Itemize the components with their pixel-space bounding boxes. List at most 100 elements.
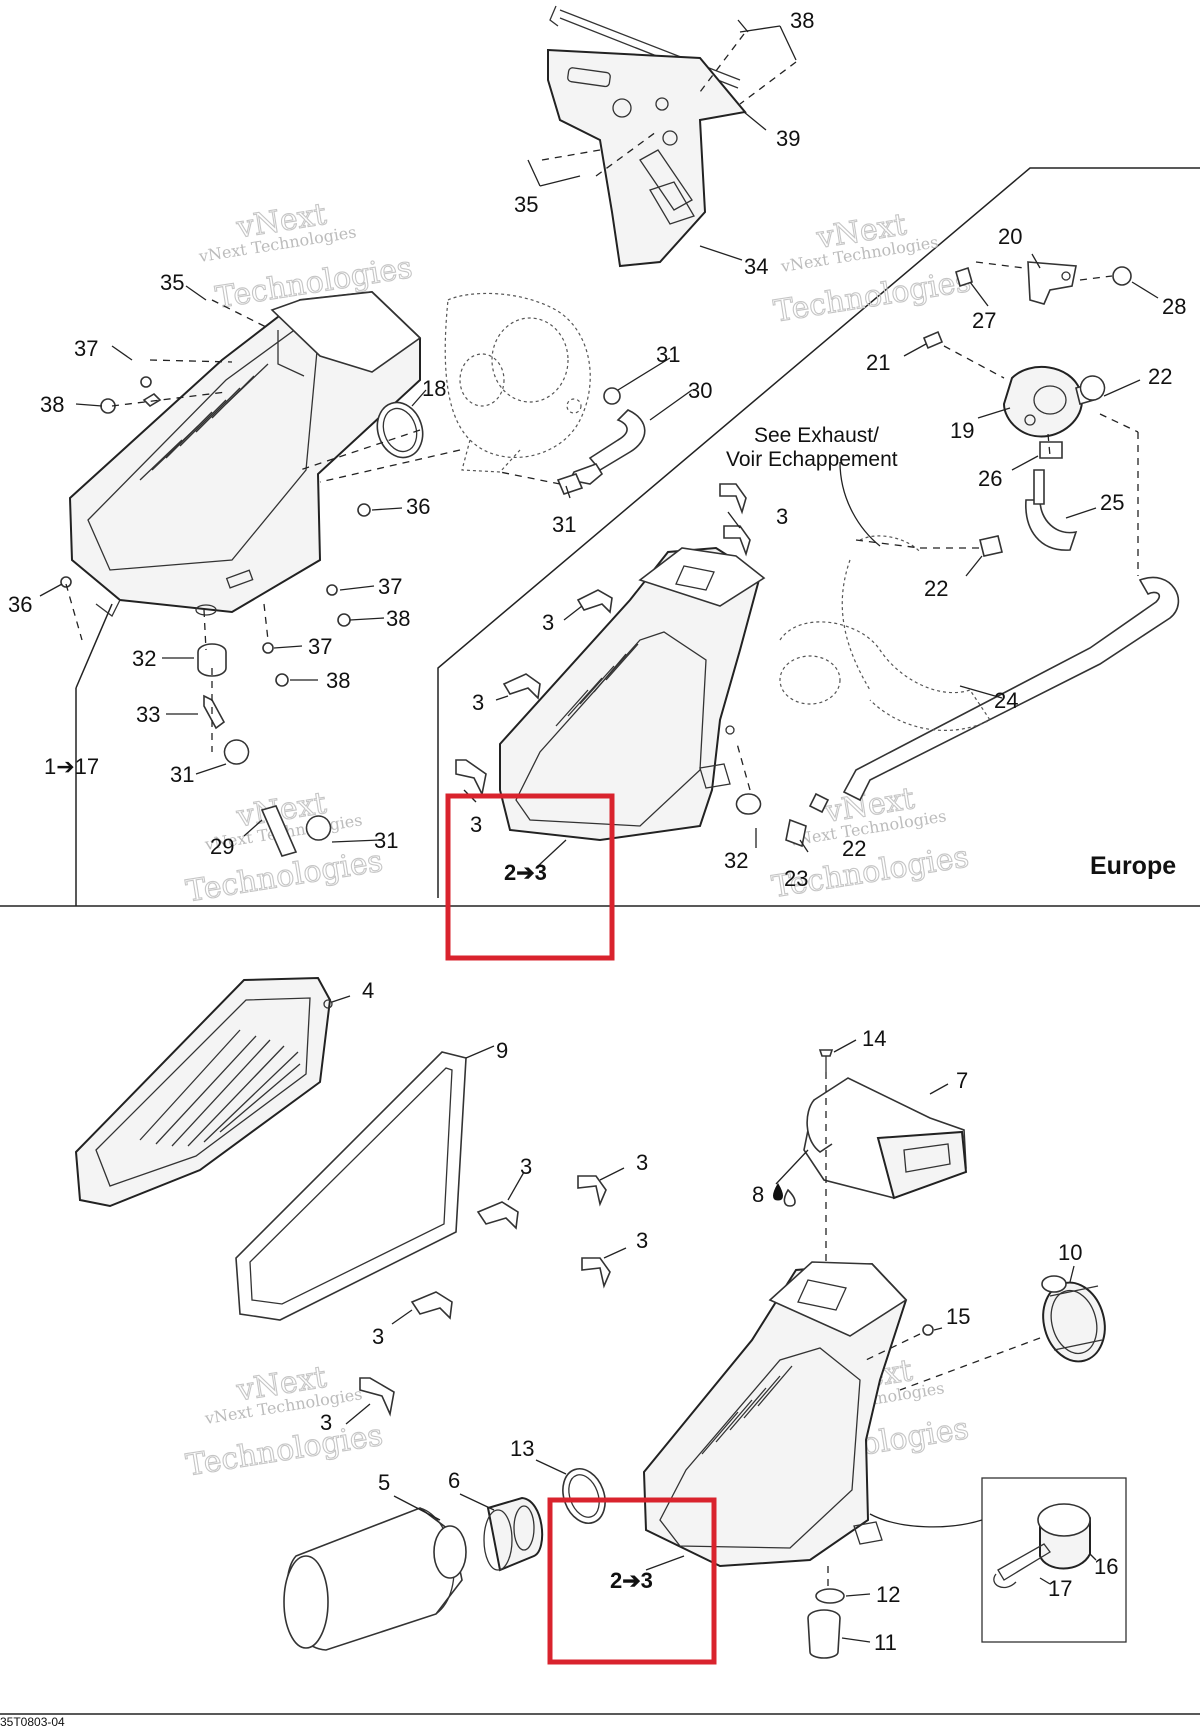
part-carburetor-ghost — [444, 292, 591, 473]
callout-12: 12 — [876, 1582, 900, 1607]
callout-31: 31 — [170, 762, 194, 787]
callout-11: 11 — [874, 1630, 897, 1655]
callout-3: 3 — [636, 1228, 648, 1253]
callout-13: 13 — [510, 1436, 534, 1461]
small-hardware-right — [735, 266, 1132, 848]
part-hose-30 — [568, 409, 646, 485]
part-intake-7 — [803, 1077, 968, 1200]
callout-22: 22 — [1148, 364, 1172, 389]
exhaust-ghost — [779, 535, 991, 731]
part-airbox-assembly — [68, 290, 422, 617]
part-bottom-airbox — [642, 1261, 908, 1568]
highlight-box-bottom — [547, 1497, 717, 1665]
callout-36: 36 — [406, 494, 430, 519]
callout-24: 24 — [994, 688, 1018, 713]
callout-35: 35 — [514, 192, 538, 217]
part-ring-13b — [562, 1468, 606, 1524]
callout-labels: 38 39 35 34 20 27 28 21 22 19 26 25 22 2… — [8, 8, 1186, 1655]
callout-3: 3 — [470, 812, 482, 837]
note-line-1: See Exhaust/ — [754, 424, 879, 447]
callout-20: 20 — [998, 224, 1022, 249]
callout-31: 31 — [374, 828, 398, 853]
part-ring-13 — [433, 1525, 467, 1579]
callout-18: 18 — [422, 376, 446, 401]
callout-3: 3 — [372, 1324, 384, 1349]
callout-38: 38 — [790, 8, 814, 33]
callout-21: 21 — [866, 350, 890, 375]
callout-17: 17 — [1048, 1576, 1072, 1601]
part-clamp-18 — [376, 401, 424, 459]
callout-10: 10 — [1058, 1240, 1082, 1265]
callout-16: 16 — [1094, 1554, 1118, 1579]
callout-31: 31 — [656, 342, 680, 367]
callout-22: 22 — [924, 576, 948, 601]
part-bracket-34 — [547, 5, 747, 268]
callout-34: 34 — [744, 254, 768, 279]
callout-37: 37 — [74, 336, 98, 361]
callout-32: 32 — [132, 646, 156, 671]
callout-36: 36 — [8, 592, 32, 617]
callout-38: 38 — [386, 606, 410, 631]
callout-37: 37 — [308, 634, 332, 659]
small-hardware-bottom — [783, 1049, 934, 1659]
detail-box-16-17 — [981, 1477, 1127, 1643]
callout-1-17: 1➔17 — [44, 754, 99, 779]
callout-32: 32 — [724, 848, 748, 873]
callout-2-3: 2➔3 — [504, 860, 547, 885]
part-adapter-6 — [483, 1496, 544, 1572]
part-europe-airbox — [499, 546, 766, 842]
callout-28: 28 — [1162, 294, 1186, 319]
callout-37: 37 — [378, 574, 402, 599]
callout-25: 25 — [1100, 490, 1124, 515]
region-label: Europe — [1090, 852, 1176, 880]
highlight-box-top — [445, 793, 615, 961]
callout-30: 30 — [688, 378, 712, 403]
callout-23: 23 — [784, 866, 808, 891]
part-bracket-20 — [1027, 261, 1077, 305]
callout-3: 3 — [520, 1154, 532, 1179]
exhaust-reference-note: See Exhaust/ Voir Echappement — [726, 424, 898, 471]
europe-airbox-ribs — [555, 643, 639, 727]
watermark-big: Technologies — [771, 264, 973, 330]
callout-19: 19 — [950, 418, 974, 443]
callout-35: 35 — [160, 270, 184, 295]
airbox-ribs — [139, 363, 269, 481]
small-hardware-left — [60, 376, 621, 857]
part-filter-5 — [283, 1507, 463, 1651]
callout-7: 7 — [956, 1068, 968, 1093]
callout-38: 38 — [326, 668, 350, 693]
leader-lines — [39, 19, 1159, 1643]
callout-3: 3 — [472, 690, 484, 715]
part-hose-24 — [842, 576, 1180, 802]
callout-14: 14 — [862, 1026, 886, 1051]
callout-6: 6 — [448, 1468, 460, 1493]
callout-33: 33 — [136, 702, 160, 727]
callout-3: 3 — [636, 1150, 648, 1175]
bottom-airbox-ribs — [701, 1365, 793, 1455]
callout-38: 38 — [40, 392, 64, 417]
callout-3: 3 — [542, 610, 554, 635]
clips-bottom — [359, 1175, 611, 1417]
callout-4: 4 — [362, 978, 374, 1003]
part-pump-19 — [1002, 365, 1095, 438]
callout-29: 29 — [210, 834, 234, 859]
part-coupler-10 — [1041, 1275, 1106, 1363]
section-frames — [0, 167, 1200, 1715]
callout-27: 27 — [972, 308, 996, 333]
callout-8: 8 — [752, 1182, 764, 1207]
watermark-big: Technologies — [184, 1418, 386, 1484]
callout-15: 15 — [946, 1304, 970, 1329]
callout-2-3: 2➔3 — [610, 1568, 653, 1593]
callout-31: 31 — [552, 512, 576, 537]
callout-39: 39 — [776, 126, 800, 151]
droplet-icon — [773, 1183, 783, 1201]
note-line-2: Voir Echappement — [726, 448, 898, 471]
callout-5: 5 — [378, 1470, 390, 1495]
callout-22: 22 — [842, 836, 866, 861]
callout-3: 3 — [320, 1410, 332, 1435]
part-hose-25 — [1025, 469, 1078, 551]
cover-ribs — [139, 1029, 301, 1147]
part-airbox-cover-4 — [74, 976, 333, 1208]
